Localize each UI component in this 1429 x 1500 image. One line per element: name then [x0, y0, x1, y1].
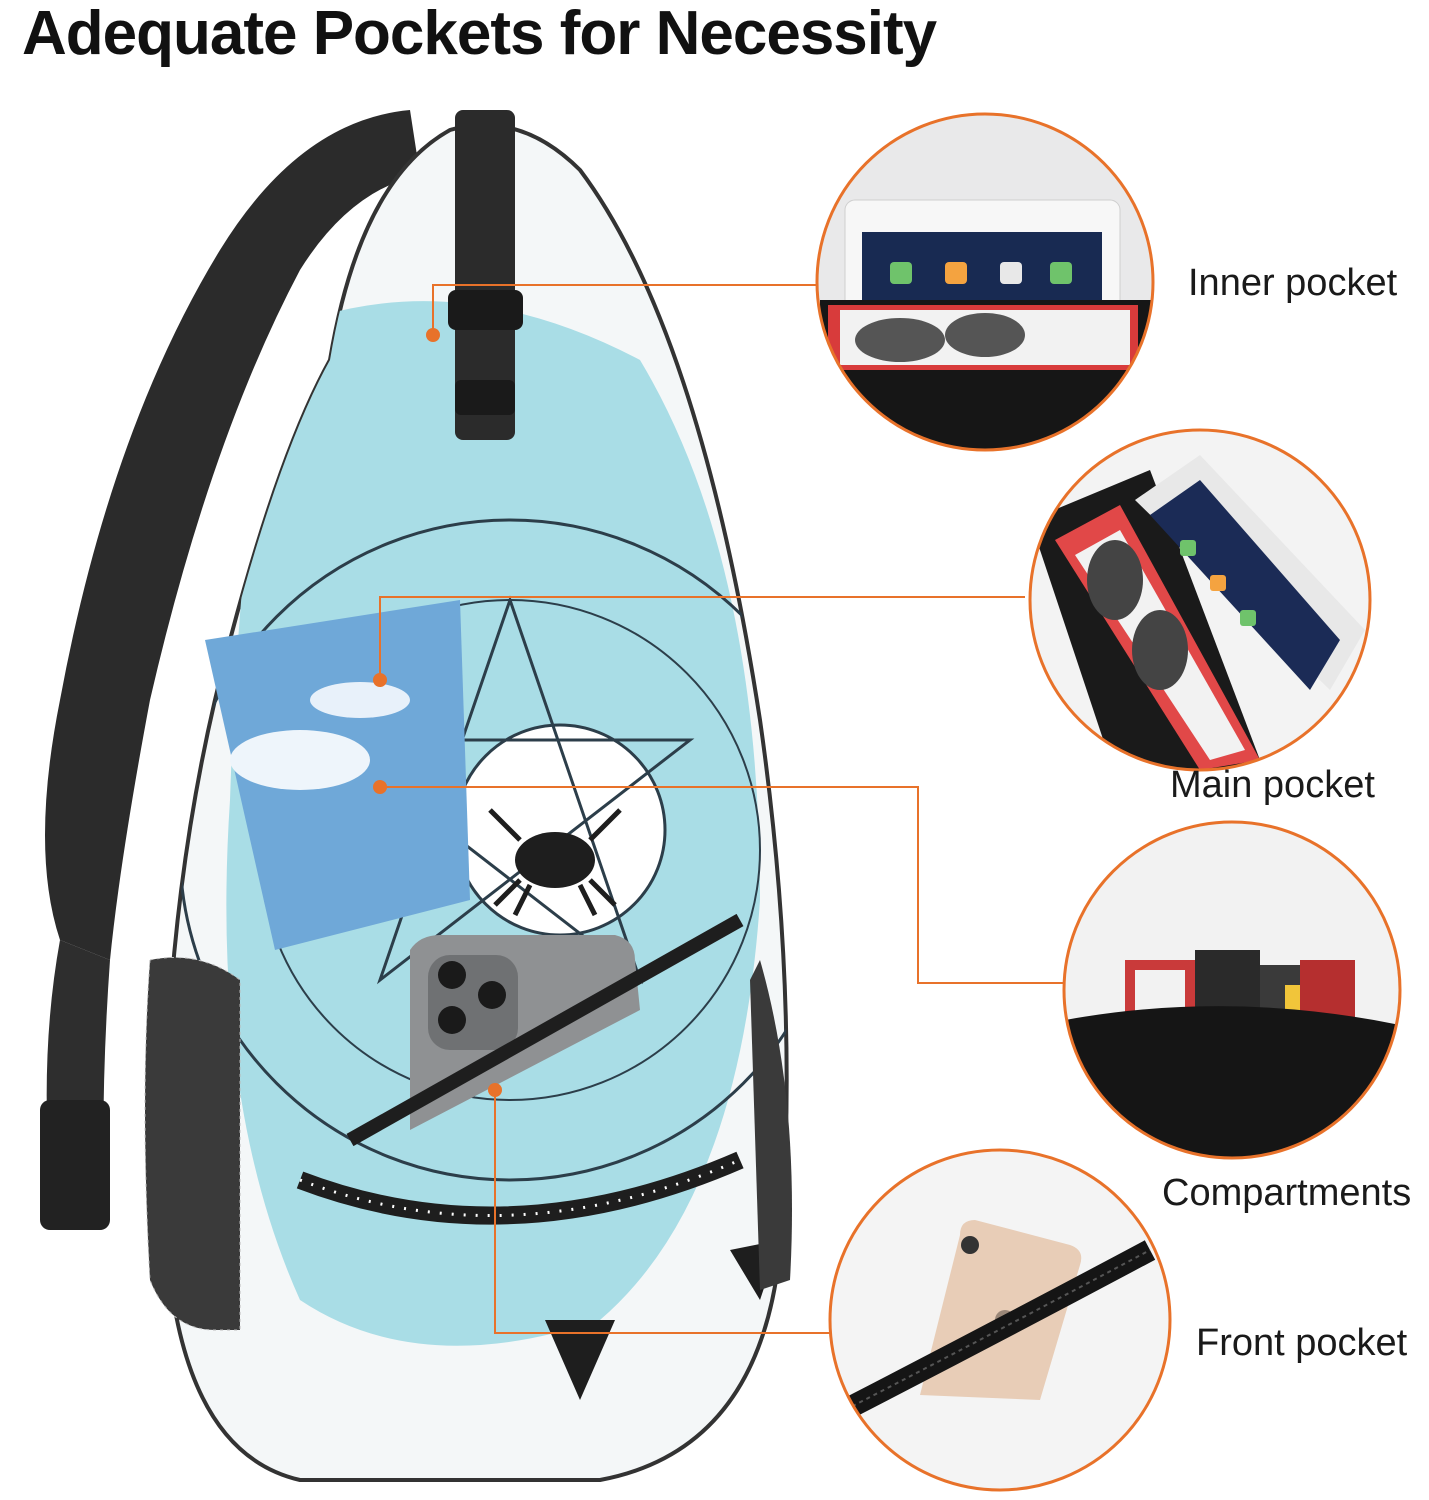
page-title: Adequate Pockets for Necessity [22, 0, 937, 68]
side-mesh-pocket [144, 957, 792, 1331]
phone-in-front-pocket [346, 913, 744, 1147]
callout-dots [373, 328, 502, 1097]
main-pocket-detail-photo [1028, 428, 1372, 772]
callout-compartments-label: Compartments [1162, 1172, 1412, 1214]
sling-bag-body [162, 110, 789, 1482]
shoulder-strap [40, 110, 420, 1230]
callout-inner-pocket-label: Inner pocket [1188, 262, 1398, 304]
callout-main-pocket-label: Main pocket [1170, 764, 1375, 806]
inner-pocket-detail-photo [815, 112, 1155, 452]
compartments-detail-photo [1062, 820, 1402, 1160]
book-in-main-pocket [205, 600, 470, 950]
callout-front-pocket-label: Front pocket [1196, 1322, 1408, 1364]
callout-lines [379, 284, 1067, 1334]
front-pocket-detail-photo [828, 1148, 1172, 1492]
